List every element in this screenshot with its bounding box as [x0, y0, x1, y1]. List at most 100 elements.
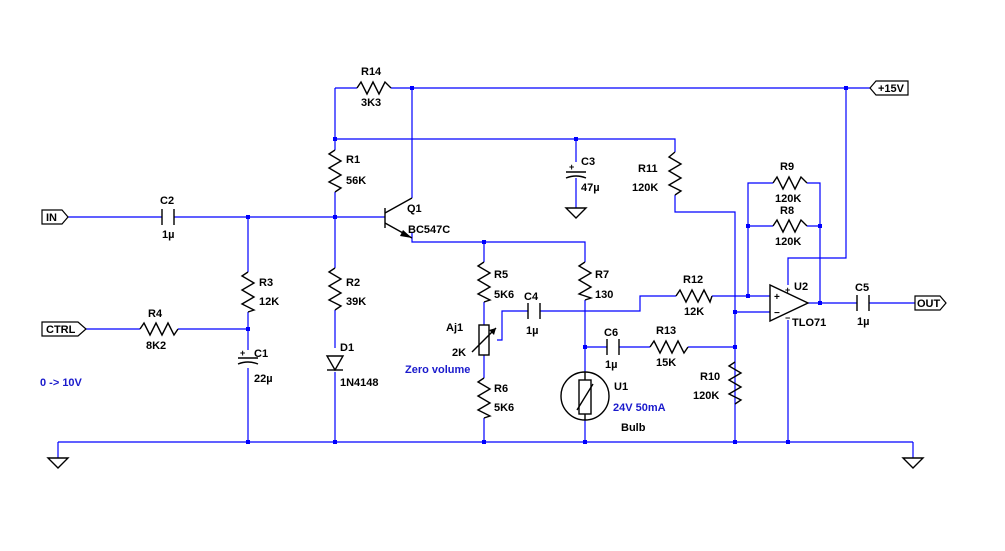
r6-ref: R6 — [494, 383, 508, 395]
r5-ref: R5 — [494, 269, 508, 281]
c3-value: 47µ — [581, 182, 600, 194]
junction-dot — [786, 440, 790, 444]
wire-emitter — [411, 233, 586, 262]
capacitor-c4: C4 1µ — [524, 291, 541, 337]
r10-ref: R10 — [700, 371, 720, 383]
r9-ref: R9 — [780, 161, 794, 173]
c6-ref: C6 — [604, 327, 618, 339]
ground-right-icon — [901, 457, 925, 469]
aj1-ref: Aj1 — [446, 322, 463, 334]
r8-value: 120K — [775, 236, 801, 248]
r12-ref: R12 — [683, 274, 703, 286]
c2-ref: C2 — [160, 195, 174, 207]
r7-ref: R7 — [595, 269, 609, 281]
junction-dot — [733, 440, 737, 444]
resistor-r7: R7 130 — [577, 261, 613, 301]
junction-dot — [574, 137, 578, 141]
r14-ref: R14 — [361, 66, 382, 78]
ground-c3-icon — [564, 207, 588, 219]
opamp-vcc-sign: + — [785, 285, 790, 295]
r2-ref: R2 — [346, 277, 360, 289]
bulb-label: Bulb — [621, 422, 646, 434]
junction-dot — [733, 345, 737, 349]
c2-value: 1µ — [162, 229, 174, 241]
r11-value: 120K — [632, 182, 658, 194]
junction-dot — [733, 310, 737, 314]
bulb-rating-note: 24V 50mA — [613, 402, 666, 414]
d1-value: 1N4148 — [340, 377, 379, 389]
c6-value: 1µ — [605, 359, 617, 371]
zero-volume-note: Zero volume — [405, 364, 470, 376]
port-ctrl: CTRL — [41, 321, 87, 337]
c4-ref: C4 — [524, 291, 539, 303]
resistor-r13: R13 15K — [649, 325, 689, 369]
junction-dot — [818, 301, 822, 305]
junction-dot — [583, 440, 587, 444]
junction-dot — [844, 86, 848, 90]
port-ctrl-label: CTRL — [46, 324, 76, 336]
resistor-r2: R2 39K — [327, 267, 366, 311]
resistor-r14: R14 3K3 — [356, 66, 392, 109]
resistor-r5: R5 5K6 — [476, 261, 514, 303]
r11-ref: R11 — [638, 163, 658, 175]
wire-vcc-to-opamp — [787, 88, 847, 285]
capacitor-c1: + C1 22µ — [237, 348, 273, 385]
r8-ref: R8 — [780, 205, 794, 217]
junction-dot — [246, 215, 250, 219]
junction-dot — [746, 224, 750, 228]
r1-value: 56K — [346, 175, 366, 187]
resistor-r11: R11 120K — [632, 151, 683, 196]
wire-rail2 — [335, 138, 676, 152]
port-in: IN — [41, 209, 69, 225]
wire-c4-right — [540, 295, 676, 312]
junction-dot — [246, 327, 250, 331]
wire-feedback — [747, 182, 821, 303]
r12-value: 12K — [684, 306, 704, 318]
junction-dot — [583, 345, 587, 349]
r1-ref: R1 — [346, 154, 360, 166]
r13-ref: R13 — [656, 325, 676, 337]
resistor-r1: R1 56K — [327, 149, 366, 193]
r7-value: 130 — [595, 289, 613, 301]
capacitor-c5: C5 1µ — [855, 282, 870, 328]
r5-value: 5K6 — [494, 289, 514, 301]
resistor-r3: R3 12K — [240, 271, 279, 313]
junction-dot — [482, 240, 486, 244]
r10-value: 120K — [693, 390, 719, 402]
resistor-r10: R10 120K — [693, 361, 743, 405]
wires — [57, 87, 915, 458]
r3-value: 12K — [259, 296, 279, 308]
resistor-r12: R12 12K — [675, 274, 713, 318]
r3-ref: R3 — [259, 277, 273, 289]
opamp-plus-sign: + — [774, 292, 780, 303]
r14-value: 3K3 — [361, 97, 381, 109]
junction-dot — [482, 440, 486, 444]
ground-left-icon — [46, 457, 70, 469]
diode-d1: D1 1N4148 — [325, 342, 379, 389]
junction-dot — [333, 215, 337, 219]
c4-value: 1µ — [526, 325, 538, 337]
resistor-r6: R6 5K6 — [476, 377, 514, 419]
q1-ref: Q1 — [407, 203, 422, 215]
r13-value: 15K — [656, 357, 676, 369]
junction-dot — [746, 294, 750, 298]
u2-ref: U2 — [794, 281, 808, 293]
d1-ref: D1 — [340, 342, 354, 354]
u2-value: TLO71 — [792, 317, 826, 329]
port-vcc-label: +15V — [878, 83, 905, 95]
junction-dot — [333, 440, 337, 444]
r4-ref: R4 — [148, 308, 163, 320]
transistor-q1: Q1 BC547C — [384, 197, 450, 239]
port-in-label: IN — [46, 212, 57, 224]
c3-ref: C3 — [581, 156, 595, 168]
c1-value: 22µ — [254, 373, 273, 385]
capacitor-c3: + C3 47µ — [565, 156, 600, 194]
port-out: OUT — [914, 295, 947, 311]
potentiometer-aj1: Aj1 2K — [446, 322, 497, 359]
wire-wiper — [497, 310, 528, 341]
wire-r14-left — [334, 87, 357, 139]
c5-value: 1µ — [857, 316, 869, 328]
r6-value: 5K6 — [494, 402, 514, 414]
opamp-u2: + − + − U2 TLO71 — [769, 281, 826, 329]
